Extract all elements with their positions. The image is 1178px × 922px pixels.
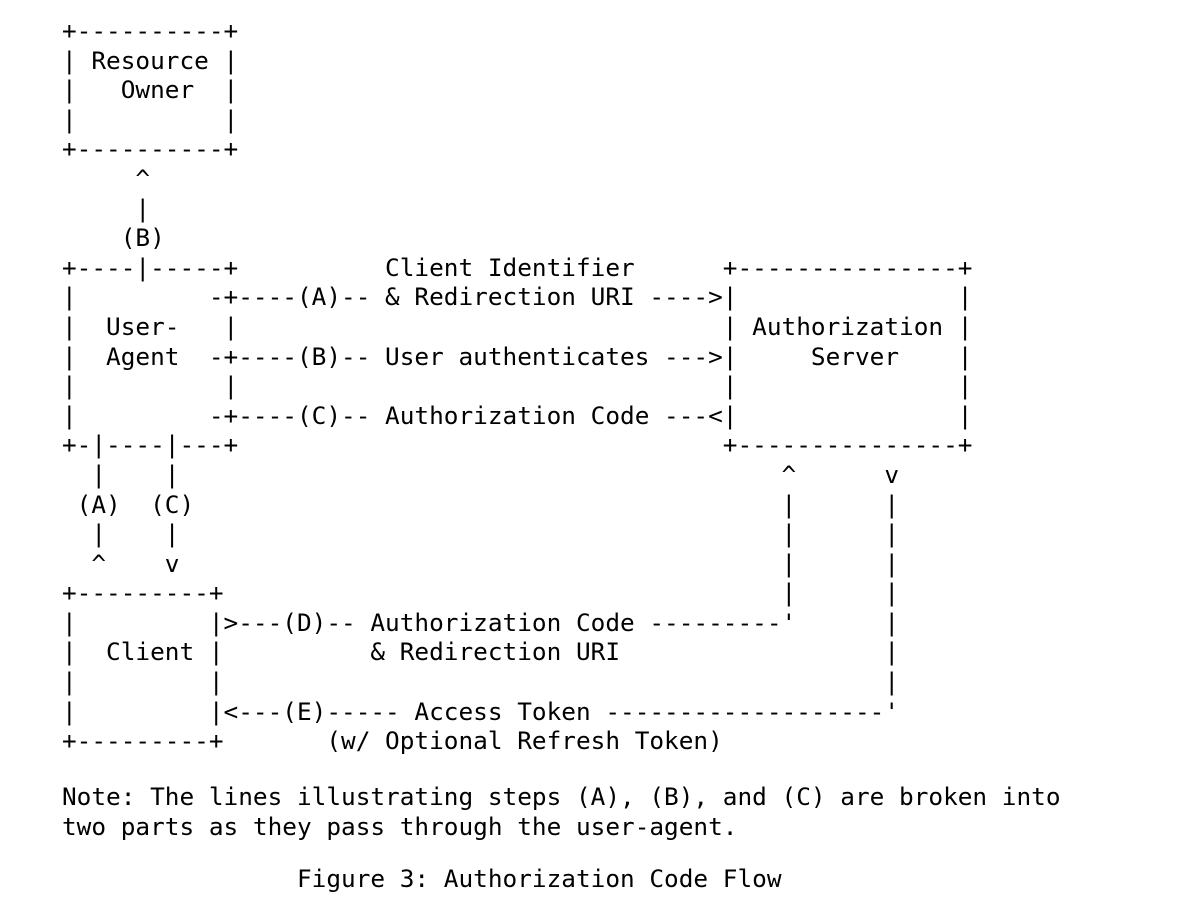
- figure-note: Note: The lines illustrating steps (A), …: [62, 782, 1061, 841]
- ascii-diagram-authorization-code-flow: +----------+ | Resource | | Owner | | | …: [62, 16, 973, 756]
- figure-caption: Figure 3: Authorization Code Flow: [62, 864, 782, 893]
